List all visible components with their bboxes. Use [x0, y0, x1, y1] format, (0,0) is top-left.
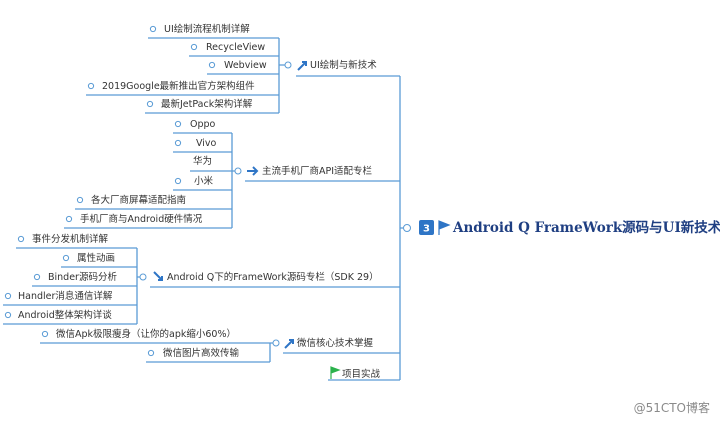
leaf-label: Android整体架构详谈 [18, 309, 112, 321]
branch-line [231, 133, 235, 228]
leaf-node[interactable]: Vivo [174, 138, 217, 149]
root-spine-line [399, 76, 403, 380]
category-label: Android Q下的FrameWork源码专栏（SDK 29） [167, 271, 379, 283]
leaf-label: Vivo [196, 138, 217, 149]
leaf-label: 属性动画 [77, 252, 115, 264]
leaf-node[interactable]: Webview [208, 60, 267, 71]
bullet-icon [65, 215, 73, 223]
blue-arrow-up-right-icon [297, 61, 307, 71]
bullet-icon [146, 100, 154, 108]
leaf-node[interactable]: RecycleView [190, 42, 265, 53]
blue-arrow-right-icon [247, 166, 259, 176]
bullet-icon [149, 25, 157, 33]
leaf-node[interactable]: 手机厂商与Android硬件情况 [65, 213, 203, 225]
bullet-icon [87, 82, 95, 90]
leaf-label: Oppo [190, 119, 216, 130]
leaf-label: 2019Google最新推出官方架构组件 [102, 80, 255, 92]
blue-arrow-down-right-icon [153, 271, 163, 281]
leaf-label: UI绘制流程机制详解 [164, 23, 250, 35]
bullet-icon [62, 254, 70, 262]
bullet-icon [208, 61, 216, 69]
bullet-icon [4, 292, 12, 300]
leaf-node[interactable]: Binder源码分析 [33, 271, 117, 283]
collapse-icon[interactable] [272, 339, 280, 347]
bullet-icon [17, 235, 25, 243]
branch-line [269, 342, 273, 362]
leaf-label: 手机厂商与Android硬件情况 [80, 213, 203, 225]
leaf-node[interactable]: 微信Apk极限瘦身（让你的apk缩小60%） [41, 328, 236, 340]
leaf-label: 各大厂商屏幕适配指南 [91, 194, 186, 206]
leaf-node[interactable]: 华为 [193, 155, 212, 167]
category-label: 微信核心技术掌握 [297, 337, 374, 349]
leaf-label: RecycleView [206, 42, 265, 53]
bullet-icon [174, 139, 182, 147]
leaf-label: Handler消息通信详解 [18, 290, 113, 302]
category-vendor-adaptation[interactable]: 主流手机厂商API适配专栏 [234, 165, 373, 177]
leaf-node[interactable]: 各大厂商屏幕适配指南 [76, 194, 186, 206]
blue-flag-icon [438, 220, 451, 235]
collapse-icon[interactable] [234, 167, 242, 175]
priority-badge [419, 220, 434, 235]
bullet-icon [76, 196, 84, 204]
blue-arrow-up-right-icon [284, 339, 294, 349]
root-title: Android Q FrameWork源码与UI新技术 [452, 219, 720, 236]
category-label: 项目实战 [342, 368, 381, 380]
bullet-icon [33, 273, 41, 281]
leaf-label: 事件分发机制详解 [32, 233, 109, 245]
category-label: UI绘制与新技术 [310, 59, 377, 71]
leaf-label: 微信Apk极限瘦身（让你的apk缩小60%） [56, 328, 236, 340]
leaf-label: Binder源码分析 [48, 271, 117, 283]
leaf-node[interactable]: UI绘制流程机制详解 [149, 23, 250, 35]
connector-lines [3, 37, 403, 381]
collapse-icon[interactable] [284, 61, 292, 69]
green-flag-icon [330, 366, 341, 379]
root-collapse-icon[interactable] [403, 224, 411, 232]
category-wechat-core[interactable]: 微信核心技术掌握 [272, 337, 374, 349]
bullet-icon [4, 311, 12, 319]
category-ui-drawing[interactable]: UI绘制与新技术 [284, 59, 377, 71]
leaf-node[interactable]: 小米 [174, 175, 214, 187]
branch-line [136, 248, 140, 324]
leaf-node[interactable]: 最新JetPack架构详解 [146, 98, 253, 110]
priority-badge-number: 3 [423, 224, 430, 235]
category-framework-source[interactable]: Android Q下的FrameWork源码专栏（SDK 29） [139, 271, 379, 283]
leaf-node[interactable]: 事件分发机制详解 [17, 233, 109, 245]
bullet-icon [174, 120, 182, 128]
bullet-icon [190, 43, 198, 51]
watermark: @51CTO博客 [634, 400, 710, 415]
leaf-label: 华为 [193, 155, 212, 167]
category-label: 主流手机厂商API适配专栏 [262, 165, 373, 177]
root-node[interactable]: 3 Android Q FrameWork源码与UI新技术 [403, 219, 720, 236]
leaf-label: 最新JetPack架构详解 [161, 98, 253, 110]
leaf-node[interactable]: Handler消息通信详解 [4, 290, 113, 302]
leaf-label: 小米 [194, 175, 214, 187]
leaf-node[interactable]: Android整体架构详谈 [4, 309, 112, 321]
bullet-icon [41, 330, 49, 338]
leaf-node[interactable]: 微信图片高效传输 [147, 347, 240, 359]
leaf-node[interactable]: 属性动画 [62, 252, 115, 264]
leaf-label: 微信图片高效传输 [163, 347, 240, 359]
collapse-icon[interactable] [139, 273, 147, 281]
branch-line [278, 38, 285, 113]
category-project-practice[interactable]: 项目实战 [330, 366, 381, 380]
leaf-node[interactable]: 2019Google最新推出官方架构组件 [87, 80, 255, 92]
bullet-icon [174, 177, 182, 185]
leaf-label: Webview [224, 60, 267, 71]
leaf-node[interactable]: Oppo [174, 119, 216, 130]
bullet-icon [147, 349, 155, 357]
